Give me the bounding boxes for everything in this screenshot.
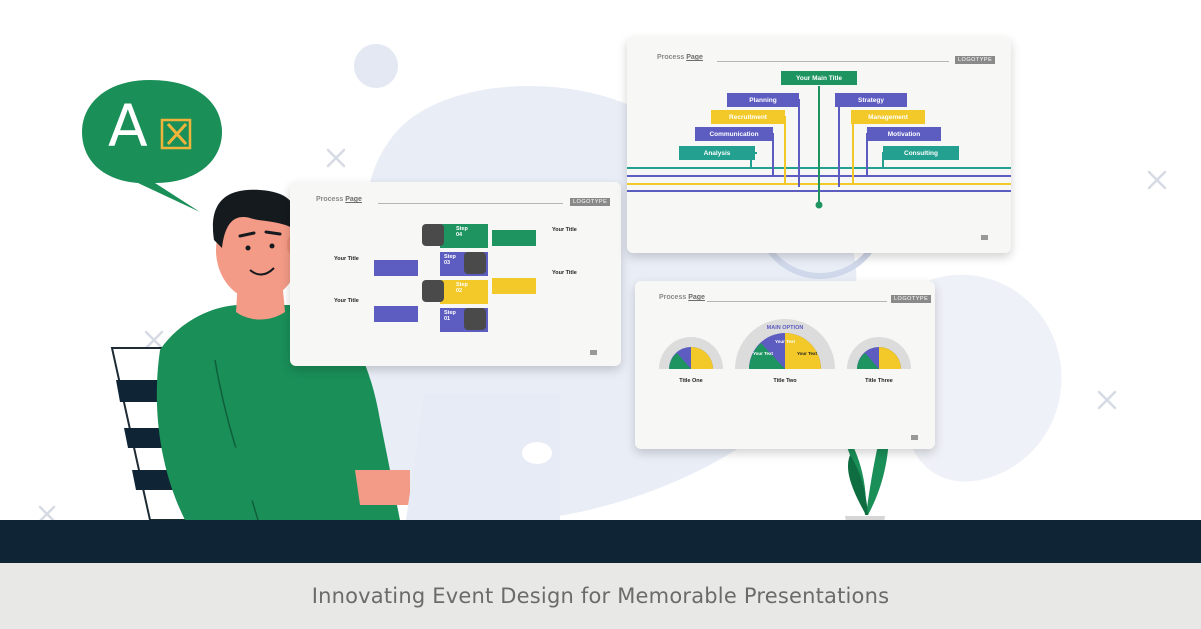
- footer-caption: Innovating Event Design for Memorable Pr…: [311, 584, 890, 608]
- speech-bubble-shape: [82, 80, 222, 212]
- step-title: Your Title: [334, 256, 359, 262]
- chart-icon: [911, 435, 918, 440]
- step-block: [440, 224, 488, 248]
- card-header: Process Page: [316, 196, 362, 203]
- tree-lines: [627, 86, 1011, 209]
- arrow-tag: [374, 306, 418, 322]
- hex-icon: [464, 252, 486, 274]
- tree-item-left: Recruitment: [711, 110, 785, 124]
- tree-item-right: Management: [851, 110, 925, 124]
- translate-bubble: [82, 80, 222, 212]
- translate-icon: [160, 118, 192, 150]
- gauge-center-label: Your Text: [796, 351, 818, 356]
- gauge-title: Title One: [679, 378, 703, 384]
- gauges: [659, 319, 911, 369]
- face: [216, 200, 300, 300]
- translate-letter: A: [108, 92, 148, 160]
- gauge-center-label: Your Text: [774, 339, 796, 344]
- hex-icon: [422, 224, 444, 246]
- step-title: Your Title: [334, 298, 359, 304]
- step-title: Your Title: [552, 270, 577, 276]
- main-title-bar: Your Main Title: [781, 71, 857, 85]
- slide-card-tree: Process Page LOGOTYPE Your Main Title Pl…: [627, 37, 1011, 253]
- gauge-center-label: Your Text: [752, 351, 774, 356]
- plus-decor: [38, 148, 1167, 523]
- card-header: Process Page: [657, 54, 703, 61]
- card-header: Process Page: [659, 294, 705, 301]
- arrow-tag: [492, 278, 536, 294]
- gauge-title: Title Three: [865, 378, 893, 384]
- main-option-label: MAIN OPTION: [766, 325, 804, 331]
- background-circle: [354, 44, 398, 88]
- hex-icon: [464, 308, 486, 330]
- chart-icon: [981, 235, 988, 240]
- gauge-title: Title Two: [773, 378, 797, 384]
- card-logo: LOGOTYPE: [570, 198, 611, 206]
- tree-item-right: Consulting: [883, 146, 959, 160]
- background-blob-right: [904, 274, 1062, 482]
- hand: [355, 470, 410, 505]
- person: [156, 189, 560, 521]
- card-logo: LOGOTYPE: [891, 295, 932, 303]
- tree-item-left: Planning: [727, 93, 799, 107]
- desk: [0, 520, 1201, 563]
- tree-item-left: Analysis: [679, 146, 755, 160]
- card-logo: LOGOTYPE: [955, 56, 996, 64]
- tree-item-right: Strategy: [835, 93, 907, 107]
- arrow-tag: [374, 260, 418, 276]
- footer-caption-bar: Innovating Event Design for Memorable Pr…: [0, 563, 1201, 629]
- step-block: [440, 280, 488, 304]
- hex-icon: [422, 280, 444, 302]
- hair: [212, 189, 297, 248]
- laptop: [406, 394, 560, 520]
- chart-icon: [590, 350, 597, 355]
- tree-item-right: Motivation: [867, 127, 941, 141]
- slide-card-gauges: Process Page LOGOTYPE MAIN OPTION Your T…: [635, 281, 935, 449]
- arrow-tag: [492, 230, 536, 246]
- tree-item-left: Communication: [695, 127, 773, 141]
- step-title: Your Title: [552, 227, 577, 233]
